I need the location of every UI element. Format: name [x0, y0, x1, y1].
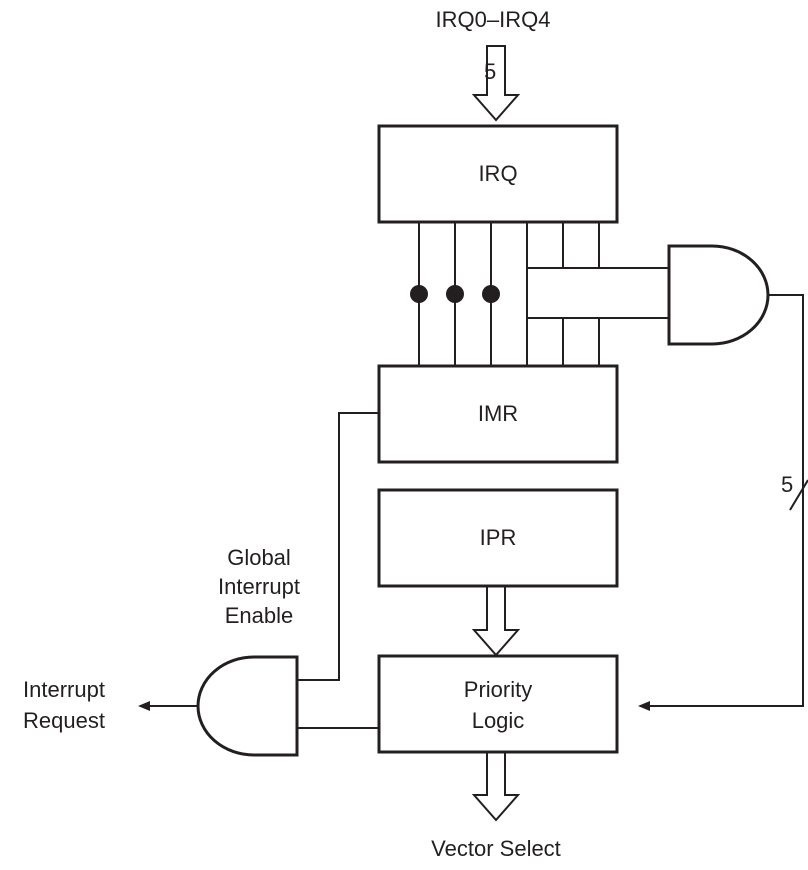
imr-register-label: IMR — [478, 401, 518, 426]
feedback-bus-line — [638, 294, 804, 711]
global-enable-label-line2: Interrupt — [218, 574, 300, 599]
priority-logic-block — [377, 654, 619, 754]
interrupt-request-label-line1: Interrupt — [23, 677, 105, 702]
irq-inputs-label: IRQ0–IRQ4 — [436, 7, 551, 32]
global-enable-label-line1: Global — [227, 545, 291, 570]
feedback-bus-slash — [789, 479, 808, 511]
feedback-bus-width: 5 — [781, 472, 793, 497]
ipr-to-priority-bus-arrow — [471, 585, 521, 657]
irq-input-bus-arrow — [471, 45, 521, 122]
interrupt-request-label-line2: Request — [23, 708, 105, 733]
priority-logic-label-line2: Logic — [472, 708, 525, 733]
bit-and-gate — [667, 244, 770, 346]
priority-logic-label-line1: Priority — [464, 677, 532, 702]
vector-select-bus-arrow — [471, 751, 521, 822]
ellipsis-dots — [410, 285, 500, 303]
vector-select-label: Vector Select — [431, 836, 561, 861]
bit-lines — [418, 222, 600, 366]
irq-input-bus-width: 5 — [484, 59, 496, 84]
interrupt-request-and-gate — [196, 655, 299, 757]
irq-register-label: IRQ — [478, 161, 517, 186]
irq-register-block — [377, 124, 619, 224]
global-enable-line — [297, 412, 379, 681]
ipr-register-label: IPR — [480, 525, 517, 550]
global-enable-label-line3: Enable — [225, 603, 294, 628]
